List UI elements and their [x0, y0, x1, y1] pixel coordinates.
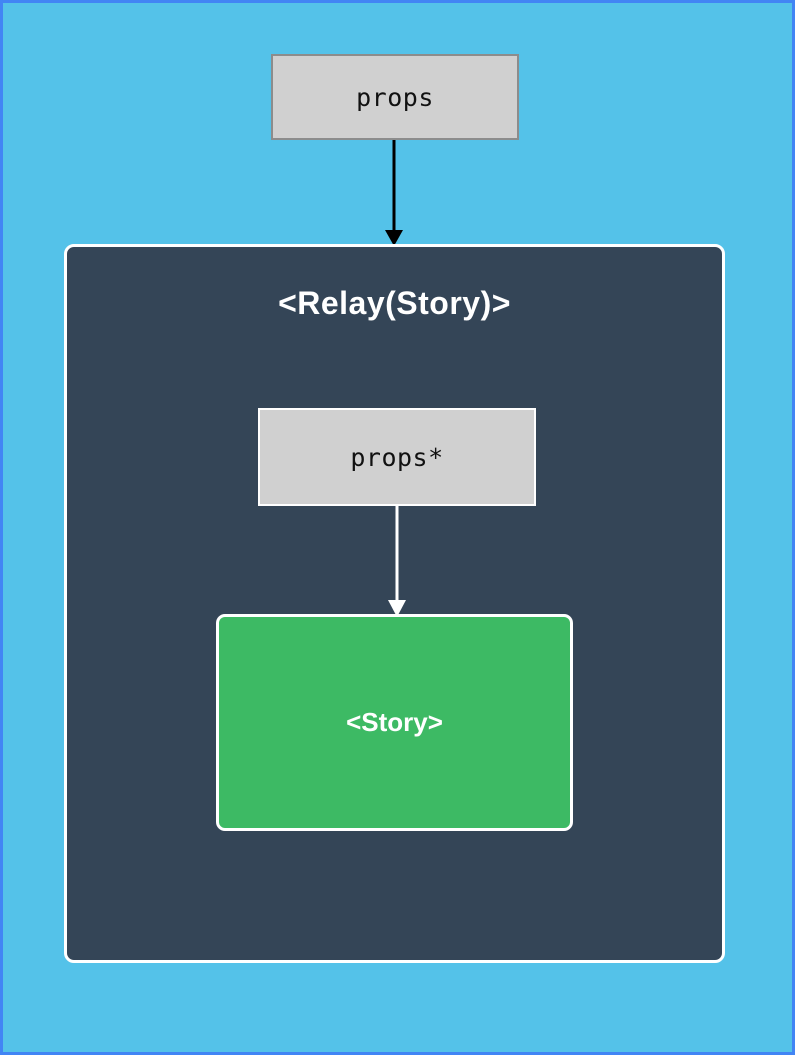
props-box-label: props [356, 82, 434, 112]
arrow-props-to-relay [385, 140, 403, 246]
arrow-head-icon [388, 600, 406, 617]
props-star-box-label: props* [350, 442, 444, 472]
arrow-props-star-to-story [388, 506, 406, 617]
story-box: <Story> [216, 614, 573, 831]
props-box: props [271, 54, 519, 140]
story-box-label: <Story> [346, 707, 443, 737]
arrow-head-icon [385, 230, 403, 246]
arrow-line [395, 506, 399, 602]
relay-container: <Relay(Story)> props* <Story> [64, 244, 725, 963]
props-star-box: props* [258, 408, 536, 506]
arrow-line [392, 140, 396, 231]
relay-title: <Relay(Story)> [278, 285, 511, 321]
